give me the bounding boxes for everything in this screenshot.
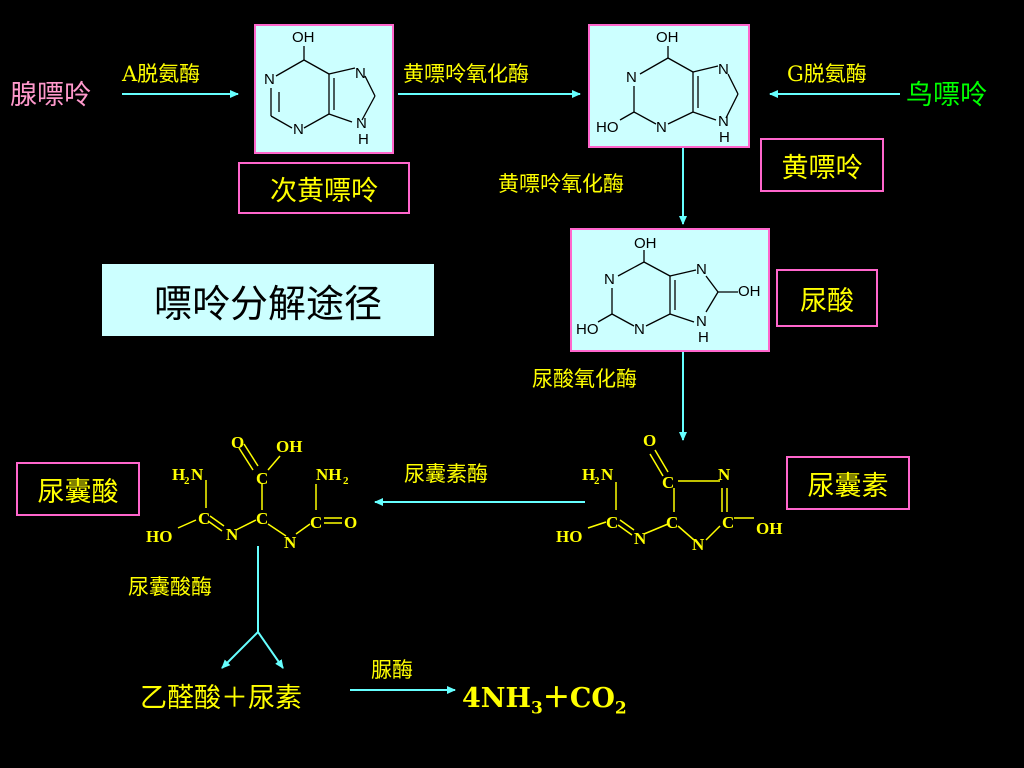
uric-acid-name-box: 尿酸 — [776, 269, 878, 327]
uric-oh-top: OH — [634, 235, 657, 252]
allantoic-h2n-sub: 2 — [184, 475, 190, 487]
hypo-oh: OH — [292, 29, 315, 46]
products-nh-text: 4NH — [462, 683, 531, 714]
adenine-label: 腺嘌呤 — [10, 80, 91, 111]
products-glyoxylate-urea: 乙醛酸＋尿素 — [140, 683, 302, 714]
allantoic-acid-name-box: 尿囊酸 — [16, 462, 140, 516]
allantoic-c-left: C — [198, 509, 210, 528]
products-co-text: ＋CO — [542, 683, 615, 714]
arrow-split-left — [221, 631, 259, 669]
allantoic-h2n-h: H — [172, 465, 185, 484]
allantoic-nh: NH — [316, 465, 342, 484]
allantoic-c-mid: C — [256, 509, 268, 528]
uric-n7: N — [696, 261, 707, 278]
allantoin-o: O — [643, 431, 656, 450]
xan-n9: N — [718, 113, 729, 130]
allantoic-c-right: C — [310, 513, 322, 532]
hypo-h9: H — [358, 131, 369, 148]
allantoic-nh2-sub: 2 — [343, 475, 349, 487]
xan-h9: H — [719, 129, 730, 146]
allantoin-n-a: N — [634, 529, 647, 548]
xan-n1: N — [626, 69, 637, 86]
hypoxanthine-molecule: OH N N N N H — [264, 29, 376, 148]
uric-n1: N — [604, 271, 615, 288]
allantoin-n-b: N — [692, 535, 705, 554]
enzyme-allantoicase: 尿囊酸酶 — [128, 575, 212, 599]
guanine-label: 鸟嘌呤 — [906, 80, 987, 111]
uric-acid-structure: OH N HO N N OH N H — [570, 228, 770, 352]
uric-oh-right: OH — [738, 283, 761, 300]
uric-acid-molecule: OH N HO N N OH N H — [576, 235, 761, 346]
allantoin-molecule: O H 2 N C N C C C OH HO N N — [556, 431, 782, 554]
uric-h9: H — [698, 329, 709, 346]
hypo-n1: N — [264, 71, 275, 88]
uric-n9: N — [696, 313, 707, 330]
allantoin-h2n-h: H — [582, 465, 595, 484]
hypoxanthine-structure: OH N N N N H — [254, 24, 394, 154]
enzyme-adenine-deaminase: A脱氨酶 — [122, 62, 201, 86]
enzyme-allantoinase: 尿囊素酶 — [404, 462, 488, 486]
allantoic-o: O — [231, 433, 244, 452]
xan-n3: N — [656, 119, 667, 136]
allantoin-h2n-sub: 2 — [594, 475, 600, 487]
allantoic-oh-top: OH — [276, 437, 302, 456]
enzyme-xanthine-oxidase-top: 黄嘌呤氧化酶 — [403, 62, 529, 86]
xan-ho: HO — [596, 119, 619, 136]
allantoic-n-b: N — [284, 533, 297, 552]
allantoic-h2n-n: N — [191, 465, 204, 484]
products-ammonia-co2: 4NH3＋CO2 — [462, 676, 627, 718]
xanthine-structure: OH N HO N N N H — [588, 24, 750, 148]
allantoin-c4: C — [662, 473, 674, 492]
xanthine-name-box: 黄嘌呤 — [760, 138, 884, 192]
hypo-n7: N — [355, 65, 366, 82]
allantoin-h2n-n: N — [601, 465, 614, 484]
hypo-n3: N — [293, 121, 304, 138]
xan-n7: N — [718, 61, 729, 78]
hypoxanthine-name-box: 次黄嘌呤 — [238, 162, 410, 214]
allantoic-o-right: O — [344, 513, 357, 532]
allantoic-c-top: C — [256, 469, 268, 488]
enzyme-guanine-deaminase: G脱氨酶 — [787, 62, 867, 86]
uric-n3: N — [634, 321, 645, 338]
uric-ho: HO — [576, 321, 599, 338]
hypo-n9: N — [356, 115, 367, 132]
page-title: 嘌呤分解途径 — [102, 264, 434, 336]
products-nh-sub: 3 — [530, 698, 543, 719]
allantoin-n1: N — [718, 465, 731, 484]
allantoic-acid-molecule: O OH H 2 N C NH 2 C C C O HO N N — [146, 433, 357, 552]
allantoin-name-box: 尿囊素 — [786, 456, 910, 510]
products-co-sub: 2 — [614, 698, 627, 719]
xanthine-molecule: OH N HO N N N H — [596, 29, 739, 146]
allantoin-c-urea: C — [606, 513, 618, 532]
allantoin-c2: C — [722, 513, 734, 532]
allantoic-n-a: N — [226, 525, 239, 544]
enzyme-urease: 脲酶 — [371, 658, 413, 682]
allantoin-oh: OH — [756, 519, 782, 538]
allantoic-ho: HO — [146, 527, 172, 546]
enzyme-urate-oxidase: 尿酸氧化酶 — [532, 367, 637, 391]
enzyme-xanthine-oxidase-middle: 黄嘌呤氧化酶 — [498, 172, 624, 196]
allantoin-c5: C — [666, 513, 678, 532]
arrow-split-right — [257, 631, 284, 669]
allantoin-ho: HO — [556, 527, 582, 546]
xan-oh: OH — [656, 29, 679, 46]
